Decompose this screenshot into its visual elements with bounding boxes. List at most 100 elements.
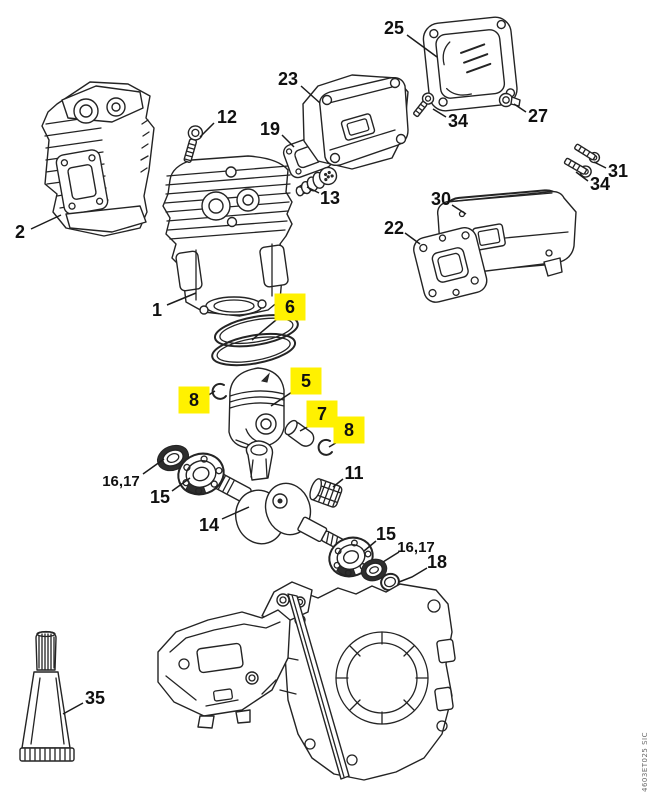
leader-line xyxy=(281,134,295,148)
part-number: 11 xyxy=(344,463,363,483)
gasket-22-drawing xyxy=(413,227,488,303)
muffler-shell-23-drawing xyxy=(302,74,409,170)
part-number: 14 xyxy=(199,515,219,535)
callout-14[interactable]: 14 xyxy=(199,506,250,535)
wrist-pin-drawing xyxy=(284,419,315,447)
callout-15[interactable]: 15 xyxy=(150,477,191,507)
crankshaft-drawing xyxy=(211,440,356,555)
piston-drawing xyxy=(228,367,285,449)
leader-line xyxy=(332,478,344,488)
needle-bearing-drawing xyxy=(309,478,343,508)
part-number: 31 xyxy=(608,161,628,181)
callout-13[interactable]: 13 xyxy=(306,186,340,208)
part-number: 8 xyxy=(189,390,199,410)
part-number: 8 xyxy=(344,420,354,440)
part-number: 30 xyxy=(431,189,451,209)
part-number: 25 xyxy=(384,18,404,38)
circlip-right-drawing xyxy=(317,438,333,456)
part-number: 19 xyxy=(260,119,280,139)
callout-19[interactable]: 19 xyxy=(260,119,295,148)
part-number: 22 xyxy=(384,218,404,238)
leader-line xyxy=(142,458,165,475)
leader-line xyxy=(62,702,84,715)
highlight-box xyxy=(290,367,322,395)
callout-22[interactable]: 22 xyxy=(384,218,421,245)
part-number: 6 xyxy=(285,297,295,317)
screw-34-lower-drawing xyxy=(563,157,592,178)
callout-8[interactable]: 8 xyxy=(328,416,365,448)
callout-8[interactable]: 8 xyxy=(178,386,216,414)
seal-left-drawing xyxy=(156,444,190,472)
highlight-box xyxy=(178,386,210,414)
part-number: 16,17 xyxy=(102,473,140,490)
bearing-left-drawing xyxy=(177,452,225,496)
leader-line xyxy=(306,186,320,194)
part-number: 27 xyxy=(528,106,548,126)
cylinder-bolt-12-drawing xyxy=(183,125,204,163)
highlight-box xyxy=(333,416,365,444)
leader-line xyxy=(575,171,589,182)
callout-35[interactable]: 35 xyxy=(62,688,105,715)
callout-1[interactable]: 1 xyxy=(152,292,197,320)
callout-25[interactable]: 25 xyxy=(384,18,438,58)
callout-34[interactable]: 34 xyxy=(575,171,610,194)
leader-line xyxy=(382,551,400,563)
callout-16-17[interactable]: 16,17 xyxy=(102,458,165,490)
part-number: 5 xyxy=(301,371,311,391)
leader-line xyxy=(251,319,277,341)
diagram-code: 4603ET025 SIC xyxy=(641,732,649,792)
crankcase-drawing xyxy=(157,581,456,781)
part-number: 7 xyxy=(317,404,327,424)
part-number: 2 xyxy=(15,222,25,242)
callout-16-17[interactable]: 16,17 xyxy=(382,539,435,563)
part-number: 23 xyxy=(278,69,298,89)
highlight-box xyxy=(306,400,338,428)
callout-23[interactable]: 23 xyxy=(278,69,321,104)
part-number: 13 xyxy=(320,188,340,208)
callout-18[interactable]: 18 xyxy=(398,552,447,583)
leader-line xyxy=(593,161,607,169)
part-number: 16,17 xyxy=(397,539,435,556)
leader-line xyxy=(171,477,191,492)
part-number: 15 xyxy=(150,487,170,507)
callout-15[interactable]: 15 xyxy=(363,524,396,552)
part-number: 35 xyxy=(85,688,105,708)
callout-11[interactable]: 11 xyxy=(332,463,364,488)
callout-5[interactable]: 5 xyxy=(270,367,322,407)
callout-2[interactable]: 2 xyxy=(15,214,62,242)
callout-6[interactable]: 6 xyxy=(251,293,306,341)
callout-30[interactable]: 30 xyxy=(431,189,467,215)
part-number: 18 xyxy=(427,552,447,572)
part-number: 15 xyxy=(376,524,396,544)
muffler-cover-25-drawing xyxy=(422,16,518,112)
leader-line xyxy=(270,391,293,407)
leader-line xyxy=(199,122,215,138)
leader-line xyxy=(221,506,250,520)
part-number: 12 xyxy=(217,107,237,127)
leader-line xyxy=(300,85,321,104)
screw-34-upper-drawing xyxy=(413,92,435,118)
sealant-tube-drawing xyxy=(19,630,75,762)
cylinder-1-drawing xyxy=(162,155,293,317)
highlight-box xyxy=(274,293,306,321)
leader-line xyxy=(363,540,377,552)
leader-line xyxy=(406,34,438,58)
callout-27[interactable]: 27 xyxy=(513,103,548,126)
bolt-27-drawing xyxy=(498,92,521,108)
part-number: 34 xyxy=(590,174,610,194)
leader-line xyxy=(166,292,197,306)
cylinder-2-drawing xyxy=(41,81,155,237)
callout-12[interactable]: 12 xyxy=(199,107,237,138)
screw-31-drawing xyxy=(574,143,601,164)
part-number: 1 xyxy=(152,300,162,320)
leader-line xyxy=(432,108,447,118)
callout-31[interactable]: 31 xyxy=(593,161,628,181)
leader-line xyxy=(451,204,467,215)
callout-34[interactable]: 34 xyxy=(432,108,468,131)
leader-line xyxy=(404,232,421,245)
part-number: 34 xyxy=(448,111,468,131)
callout-7[interactable]: 7 xyxy=(299,400,338,432)
